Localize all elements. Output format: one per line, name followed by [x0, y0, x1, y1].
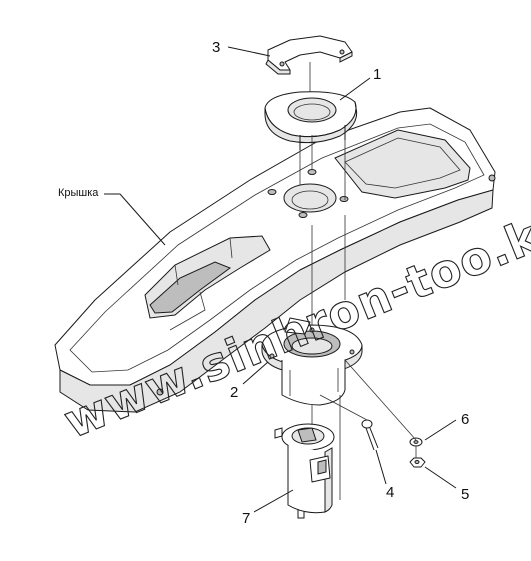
callout-3: 3 [212, 39, 220, 56]
callout-2: 2 [230, 384, 238, 401]
part-6-washer [409, 437, 423, 447]
callout-7: 7 [242, 510, 250, 527]
callout-4: 4 [386, 484, 394, 501]
part-4-screw [361, 419, 379, 451]
part-5-nut [409, 457, 426, 468]
label-cover: Крышка [58, 187, 99, 199]
part-3-retaining-plate [265, 35, 353, 75]
part-2-bushing [261, 317, 363, 406]
part-7-selector-unit [274, 423, 335, 519]
callout-6: 6 [461, 411, 469, 428]
leader-lines [104, 46, 457, 513]
assembly-axis-lines [299, 62, 417, 500]
callout-1: 1 [373, 66, 381, 83]
part-1-flange-ring [264, 91, 358, 150]
cover-housing [54, 107, 496, 413]
callout-5: 5 [461, 486, 469, 503]
